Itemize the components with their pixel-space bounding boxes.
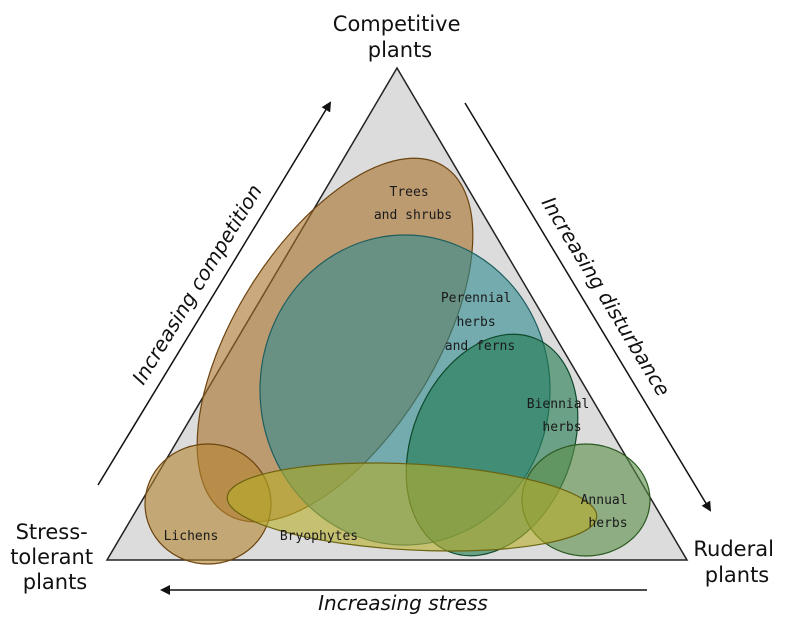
competition-arrow (97, 101, 332, 486)
lichens-label: Lichens (164, 529, 219, 544)
ruderal-plants-label: Ruderal plants (693, 537, 780, 587)
perennial-herbs-label: Perennial herbs and ferns (441, 291, 519, 354)
disturbance-arrow (464, 102, 712, 512)
bryophytes-ellipse (226, 462, 598, 552)
bryophytes-label: Bryophytes (280, 529, 358, 544)
trees-shrubs-label: Trees and shrubs (374, 185, 452, 223)
competitive-plants-label: Competitive plants (333, 12, 467, 62)
biennial-herbs-label: Biennial herbs (527, 397, 597, 435)
stress-tolerant-plants-label: Stress- tolerant plants (10, 520, 100, 594)
increasing-stress-label: Increasing stress (318, 591, 488, 615)
annual-herbs-label: Annual herbs (581, 493, 636, 531)
